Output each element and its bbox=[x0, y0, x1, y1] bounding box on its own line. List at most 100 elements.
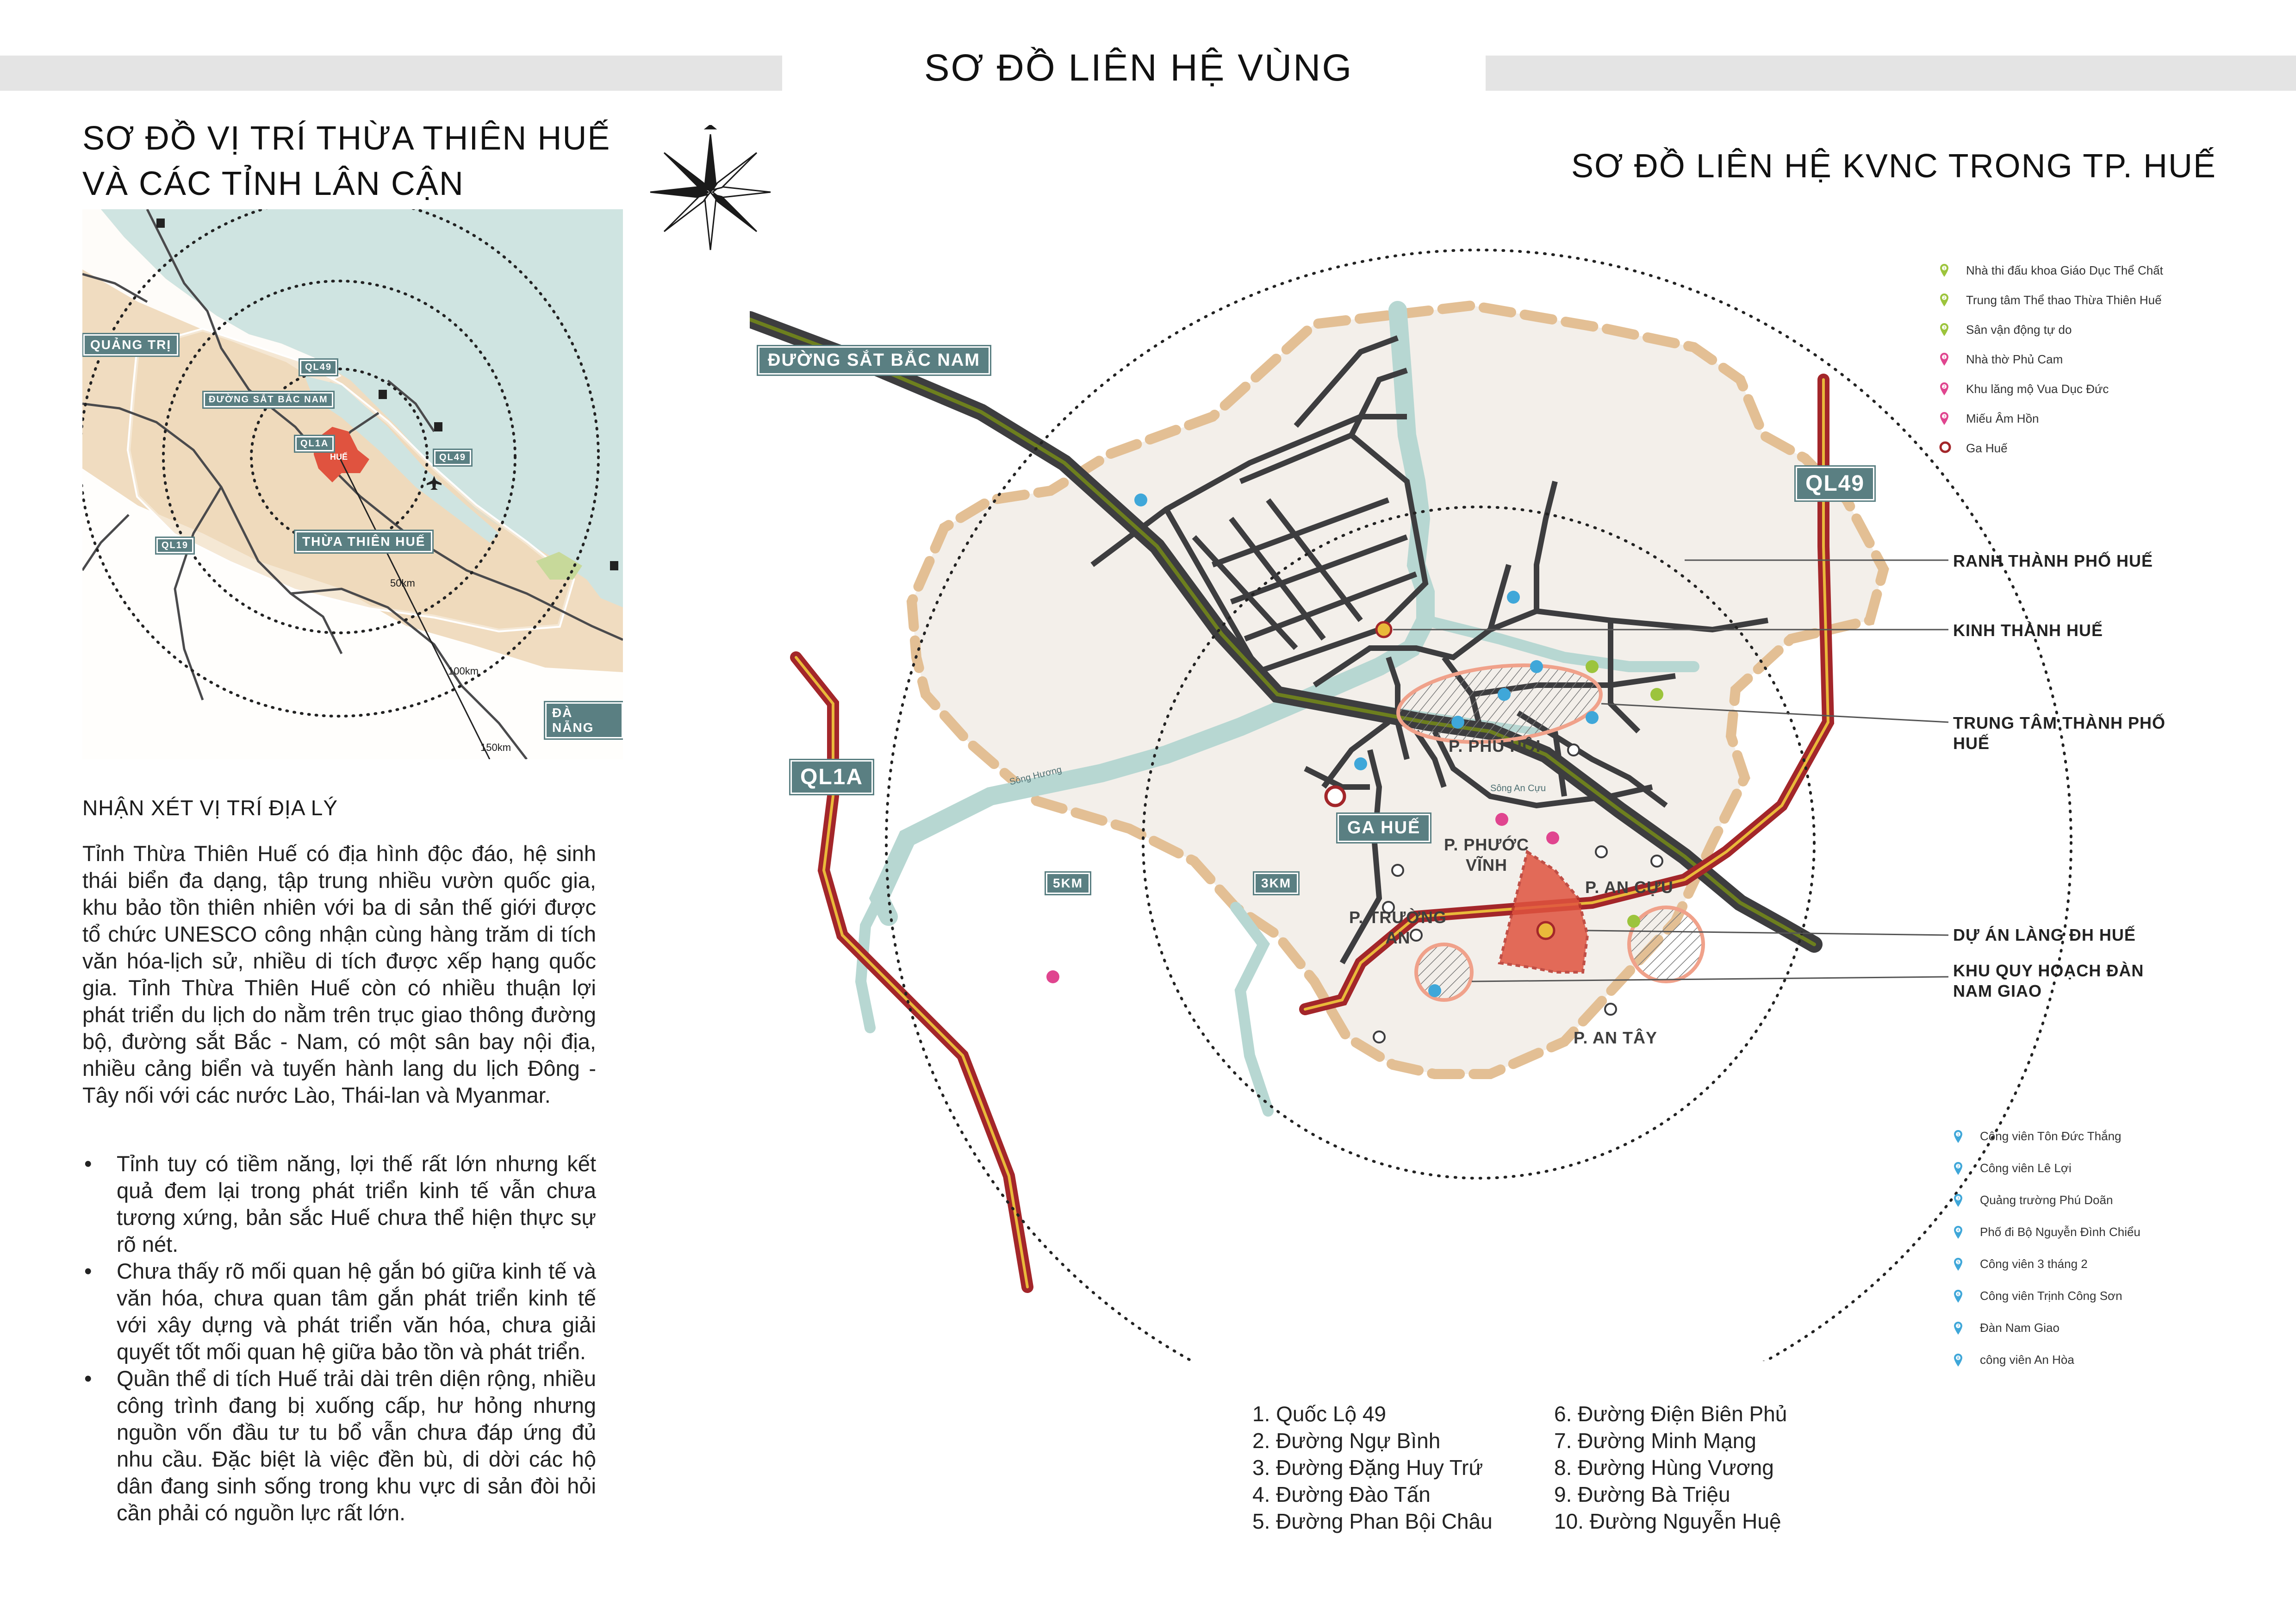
svg-text:1: 1 bbox=[1943, 355, 1945, 359]
legend-item: 2 Công viên Lê Lợi bbox=[1953, 1152, 2140, 1184]
road-marker-icon bbox=[1604, 1003, 1617, 1016]
park-pin-icon bbox=[1498, 688, 1511, 701]
legend-item: 1 Nhà thờ Phủ Cam bbox=[1939, 344, 2163, 374]
legend-label: Sân vận động tự do bbox=[1966, 322, 2072, 337]
label-phuoc-vinh-line2: VĨNH bbox=[1465, 856, 1507, 874]
tag-3km: 3KM bbox=[1254, 873, 1299, 894]
ga-hue-icon bbox=[1324, 785, 1346, 807]
right-panel-title: SƠ ĐỒ LIÊN HỆ KVNC TRONG TP. HUẾ bbox=[1571, 148, 2217, 185]
remarks-bullet: Chưa thấy rõ mối quan hệ gắn bó giữa kin… bbox=[82, 1258, 596, 1365]
legend-pin-icon: 1 bbox=[1953, 1130, 1963, 1143]
radius-50km-circle bbox=[250, 368, 429, 546]
park-pins bbox=[1134, 493, 1599, 997]
svg-text:7: 7 bbox=[1957, 1324, 1959, 1328]
legend-pin-icon: 5 bbox=[1953, 1257, 1963, 1271]
tag-quang-tri: QUẢNG TRỊ bbox=[83, 334, 179, 356]
road-marker-icon bbox=[1650, 855, 1663, 868]
legend-label: Nhà thờ Phủ Cam bbox=[1966, 352, 2063, 366]
svg-text:2: 2 bbox=[1943, 296, 1945, 300]
road-list-item: 6. Đường Điện Biên Phủ bbox=[1554, 1402, 1787, 1426]
label-100km: 100km bbox=[448, 665, 479, 677]
label-song-an-cuu: Sông An Cựu bbox=[1490, 783, 1546, 793]
tag-ql1a: QL1A bbox=[790, 760, 873, 794]
radius-line bbox=[338, 456, 491, 759]
legend-item: 3 Sân vận động tự do bbox=[1939, 315, 2163, 344]
callout-khu-quy-hoach-line1: KHU QUY HOẠCH ĐÀN bbox=[1953, 961, 2144, 980]
tag-ql49-small-b: QL49 bbox=[434, 450, 472, 465]
park-pin-icon bbox=[1530, 660, 1543, 673]
page-title: SƠ ĐỒ LIÊN HỆ VÙNG bbox=[924, 47, 1353, 89]
legend-label: công viên An Hòa bbox=[1980, 1353, 2074, 1367]
river-south-east bbox=[1230, 902, 1274, 1117]
road-list-col2: 6. Đường Điện Biên Phủ 7. Đường Minh Mạn… bbox=[1554, 1400, 1787, 1535]
legend-pin-icon: 3 bbox=[1939, 412, 1949, 425]
label-an-cuu: P. AN CỰU bbox=[1585, 878, 1674, 897]
legend-label: Quảng trường Phú Doãn bbox=[1980, 1193, 2113, 1207]
project-centre-icon bbox=[1536, 921, 1556, 940]
label-phuoc-vinh-line1: P. PHƯỚC bbox=[1444, 835, 1529, 854]
tag-thua-thien-hue: THỪA THIÊN HUẾ bbox=[295, 531, 433, 552]
road-list-item: 7. Đường Minh Mạng bbox=[1554, 1429, 1756, 1453]
legend-label: Công viên Trịnh Công Sơn bbox=[1980, 1289, 2122, 1303]
park-pin-icon bbox=[1134, 493, 1147, 506]
svg-text:2: 2 bbox=[1957, 1164, 1959, 1168]
left-title-line1: SƠ ĐỒ VỊ TRÍ THỪA THIÊN HUẾ bbox=[82, 120, 611, 157]
svg-text:2: 2 bbox=[1943, 385, 1945, 389]
callout-ranh: RANH THÀNH PHỐ HUẾ bbox=[1953, 551, 2153, 570]
road-markers bbox=[1373, 743, 1663, 1043]
legend-label: Ga Huế bbox=[1966, 441, 2008, 455]
truong-an-zone bbox=[1414, 943, 1474, 1002]
heritage-pin-icon bbox=[1546, 831, 1559, 844]
airport-icon bbox=[427, 476, 442, 490]
legend-label: Nhà thi đấu khoa Giáo Dục Thể Chất bbox=[1966, 263, 2163, 277]
road-list-item: 1. Quốc Lộ 49 bbox=[1252, 1402, 1386, 1426]
label-phuoc-vinh: P. PHƯỚC VĨNH bbox=[1444, 835, 1529, 875]
left-title-line2: VÀ CÁC TỈNH LÂN CẬN bbox=[82, 165, 464, 202]
callout-khu-quy-hoach-line2: NAM GIAO bbox=[1953, 981, 2042, 1000]
tag-ql19-small: QL19 bbox=[156, 538, 194, 553]
sport-pin-icon bbox=[1650, 688, 1663, 701]
legend-pin-icon: 8 bbox=[1953, 1353, 1963, 1367]
svg-text:4: 4 bbox=[1957, 1228, 1959, 1232]
regional-location-map: QUẢNG TRỊ ĐƯỜNG SẮT BẮC NAM QL1A QL49 QL… bbox=[82, 209, 623, 759]
radius-3km-circle bbox=[1142, 506, 1816, 1180]
tag-5km: 5KM bbox=[1046, 873, 1090, 894]
tag-ga-hue: GA HUẾ bbox=[1338, 814, 1431, 842]
road-marker-icon bbox=[1382, 901, 1395, 914]
remarks-paragraph: Tỉnh Thừa Thiên Huế có địa hình độc đáo,… bbox=[82, 841, 596, 1107]
legend-pin-icon: 2 bbox=[1953, 1162, 1963, 1175]
svg-text:3: 3 bbox=[1943, 325, 1945, 330]
project-area bbox=[1498, 849, 1589, 974]
park-pin-icon bbox=[1586, 711, 1599, 724]
label-truong-an-line2: AN bbox=[1385, 928, 1411, 947]
tag-railway-small: ĐƯỜNG SẮT BẮC NAM bbox=[204, 392, 333, 407]
heritage-pin-icon bbox=[1046, 970, 1059, 983]
callout-lines bbox=[1393, 559, 1949, 982]
road-list-item: 4. Đường Đào Tấn bbox=[1252, 1482, 1431, 1506]
remarks-bullet: Tỉnh tuy có tiềm năng, lợi thế rất lớn n… bbox=[82, 1150, 596, 1258]
svg-text:1: 1 bbox=[1957, 1132, 1959, 1137]
road-marker-icon bbox=[1410, 929, 1423, 942]
legend-label: Khu lăng mộ Vua Dục Đức bbox=[1966, 381, 2109, 396]
legend-pin-icon: 2 bbox=[1939, 382, 1949, 396]
hue-city-connection-map: ĐƯỜNG SẮT BẮC NAM QL49 QL1A GA HUẾ 5KM 3… bbox=[750, 241, 2296, 1361]
road-marker-icon bbox=[1595, 845, 1608, 858]
legend-label: Công viên Lê Lợi bbox=[1980, 1161, 2072, 1175]
tag-ql49: QL49 bbox=[1796, 467, 1875, 500]
port-icon bbox=[156, 219, 618, 570]
svg-text:8: 8 bbox=[1957, 1356, 1959, 1360]
lagoon bbox=[305, 376, 499, 543]
north-arrow-icon bbox=[650, 125, 771, 250]
ql1a-highway-inner bbox=[795, 656, 1029, 1288]
legend-pin-icon: 6 bbox=[1953, 1289, 1963, 1303]
legend-item: 6 Công viên Trịnh Công Sơn bbox=[1953, 1280, 2140, 1312]
legend-pin-icon: 4 bbox=[1953, 1225, 1963, 1239]
